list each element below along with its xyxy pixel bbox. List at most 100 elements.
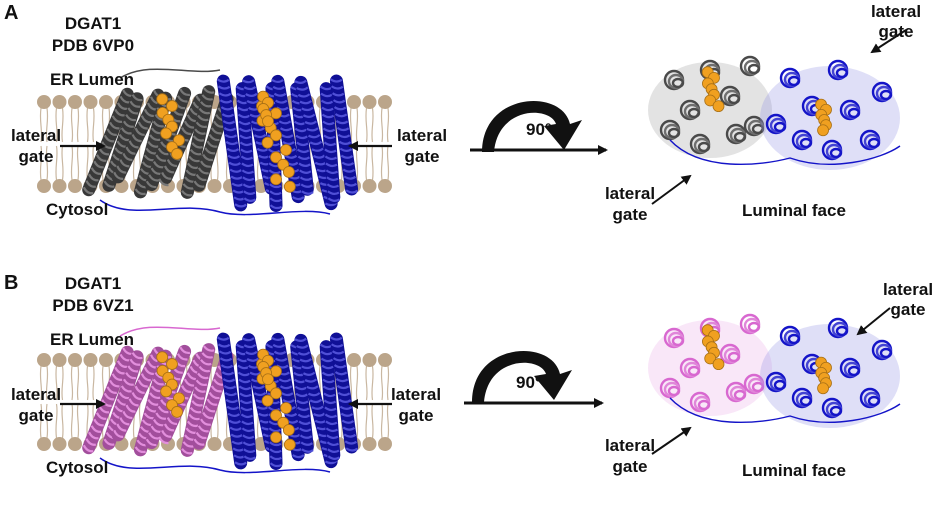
helix-turn (158, 436, 169, 445)
helix-turn (322, 127, 336, 133)
helix-turn (271, 336, 284, 341)
lipid-tail (386, 365, 390, 401)
helix-turn (332, 99, 346, 104)
helix-turn (243, 448, 256, 454)
helix-end-on (679, 99, 701, 121)
lipid-head (378, 437, 392, 451)
lateral-gate-top-arrow (870, 29, 907, 54)
helix-turn (208, 392, 220, 400)
helix-turn (294, 127, 308, 133)
helix-turn (345, 447, 359, 452)
helix-turn (221, 371, 235, 376)
ligand-spheres (257, 90, 274, 128)
helix-turn (300, 183, 314, 188)
helix (180, 343, 216, 457)
panel-b-lateral-gate-right-line2: gate (398, 406, 434, 425)
helix-turn (147, 399, 159, 406)
helix-turn (193, 438, 205, 446)
helix-turn (238, 378, 251, 384)
lipid-head (52, 437, 67, 451)
helix-turn (296, 148, 310, 154)
lipid-tail (365, 403, 368, 439)
helix-turn (116, 360, 128, 368)
helix-turn (195, 379, 208, 387)
helix-turn (321, 113, 335, 119)
helix-turn (90, 425, 102, 433)
helix-turn (300, 441, 314, 446)
helix-turn (145, 405, 157, 413)
helix-turn (327, 455, 341, 460)
helix-end-on (739, 313, 761, 335)
helix-turn (223, 384, 237, 390)
helix-turn (322, 385, 336, 391)
helix-turn (240, 155, 254, 161)
ligand-atom (262, 373, 274, 386)
helix-turn (331, 350, 345, 355)
rotation-arrow-shape (472, 350, 572, 402)
ligand-atom (283, 180, 296, 193)
helix-end-on (871, 339, 893, 361)
helix-turn (319, 343, 333, 349)
helix-turn (166, 417, 178, 426)
helix-turn (278, 378, 292, 383)
helix-turn (268, 427, 281, 433)
helix-end-on (791, 129, 813, 151)
panel-a-protein: DGAT1 (64, 14, 122, 33)
helix-turn (301, 190, 314, 195)
lipid-tail (70, 107, 74, 143)
lipid-tail (386, 145, 390, 181)
lipid-head (378, 179, 392, 193)
lipid-tail (70, 145, 74, 181)
helix-end-on (827, 59, 849, 81)
helix-turn (191, 400, 203, 407)
helix-ring (799, 137, 813, 149)
helix-turn (122, 410, 133, 420)
helix-turn (145, 438, 157, 447)
helix-turn (220, 106, 234, 111)
helix-turn (137, 121, 148, 130)
helix-turn (296, 86, 309, 91)
ligand-atom (712, 358, 725, 371)
helix-turn (227, 412, 241, 417)
helix-turn (294, 79, 307, 84)
lipid-tail (386, 107, 390, 143)
helix-turn (120, 385, 132, 393)
helix-ring (667, 127, 681, 139)
helix-turn (152, 161, 164, 169)
helix-turn (241, 162, 254, 168)
helix-turn (325, 427, 339, 433)
helix-turn (186, 162, 199, 170)
helix-turn (326, 434, 339, 440)
helix-turn (298, 420, 311, 425)
lipid-tail (55, 107, 58, 143)
helix-turn (304, 378, 318, 383)
loop-strand (669, 397, 901, 424)
helix-ring (697, 141, 711, 153)
helix-turn (296, 344, 309, 349)
helix-ring (787, 75, 801, 87)
helix-turn (313, 154, 326, 159)
panel-a-lateral-gate-right-line2: gate (404, 147, 440, 166)
helix-turn (324, 413, 338, 419)
panel-a-pdb: PDB 6VP0 (51, 36, 135, 55)
helix-turn (188, 155, 200, 163)
helix-turn (330, 78, 343, 83)
helix-turn (212, 378, 224, 386)
helix-turn (181, 385, 192, 394)
helix-turn (337, 133, 351, 139)
ligand-atom (156, 351, 169, 364)
helix-turn (95, 154, 107, 162)
lipid-head (52, 95, 67, 109)
helix-end-on (719, 85, 741, 107)
helix-ring (835, 67, 849, 79)
helix-turn (282, 140, 295, 146)
helix-turn (327, 190, 340, 196)
lipid-tail (61, 403, 64, 439)
helix-turn (192, 135, 205, 142)
helix-turn (240, 148, 253, 154)
lipid-tail (371, 107, 374, 143)
helix-turn (200, 359, 212, 366)
helix-turn (118, 392, 130, 400)
